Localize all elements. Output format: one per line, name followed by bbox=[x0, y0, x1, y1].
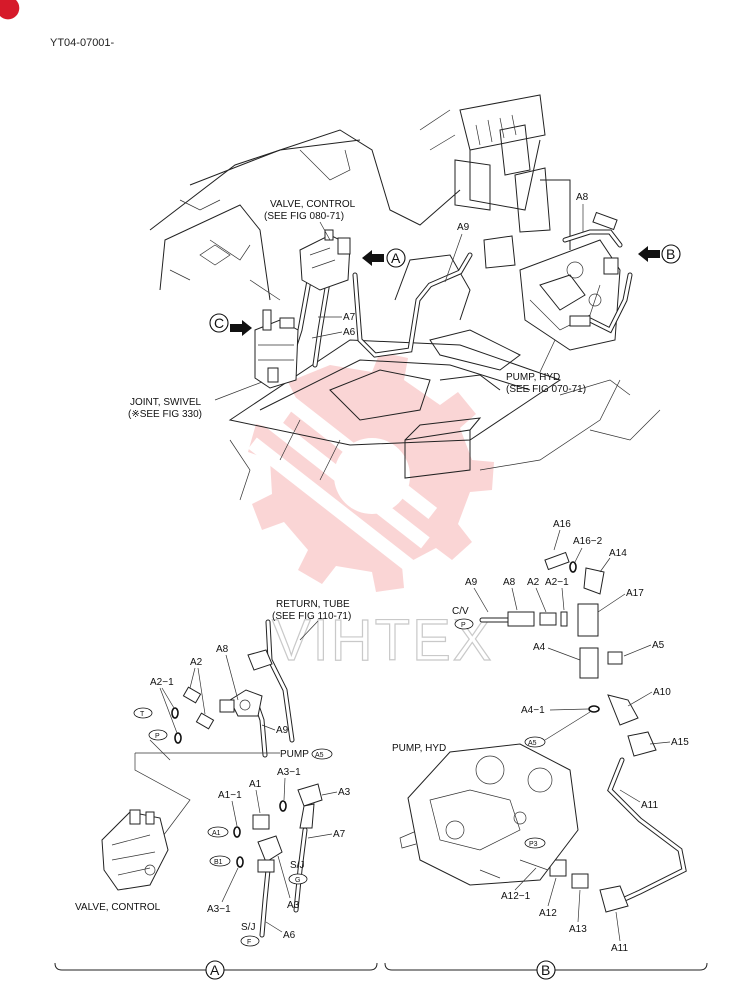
detail-b-a11-top-label: A11 bbox=[641, 800, 658, 811]
callout-b-label: B bbox=[666, 246, 675, 262]
watermark-gear-icon bbox=[248, 352, 494, 592]
svg-text:P: P bbox=[461, 622, 466, 629]
hydraulic-pump-body bbox=[399, 743, 579, 886]
detail-a-a9-label: A9 bbox=[276, 725, 289, 736]
section-a-label: A bbox=[210, 962, 220, 978]
callout-b: B bbox=[638, 244, 681, 264]
overview-swivel-joint bbox=[254, 309, 299, 389]
detail-a-a1-1-label: A1−1 bbox=[218, 790, 242, 801]
svg-text:A5: A5 bbox=[315, 752, 324, 759]
port-tag-a5: A5 bbox=[311, 748, 333, 760]
control-valve-body bbox=[101, 809, 169, 891]
return-tube-ref: (SEE FIG 110-71) bbox=[272, 611, 351, 622]
detail-b-a17-label: A17 bbox=[626, 588, 644, 599]
port-tag-a1: A1 bbox=[207, 826, 229, 838]
arrow-right-icon bbox=[230, 320, 252, 336]
detail-a-sj-top-label: S/J bbox=[290, 860, 304, 871]
port-tag-t: T bbox=[133, 707, 153, 719]
detail-a: RETURN, TUBE (SEE FIG 110-71) bbox=[54, 599, 378, 980]
detail-b-cv-label: C/V bbox=[452, 606, 469, 617]
detail-b-a16-label: A16 bbox=[553, 519, 571, 530]
detail-b-a12-label: A12 bbox=[539, 908, 557, 919]
detail-b-a14-label: A14 bbox=[609, 548, 627, 559]
callout-c-label: C bbox=[214, 315, 224, 331]
svg-text:A5: A5 bbox=[528, 740, 537, 747]
port-tag-f: F bbox=[240, 935, 260, 947]
pump-hyd-label: PUMP, HYD bbox=[506, 372, 560, 383]
detail-b-a4-label: A4 bbox=[533, 642, 546, 653]
valve-control-label: VALVE, CONTROL bbox=[270, 199, 356, 210]
svg-text:G: G bbox=[295, 877, 300, 884]
valve-control-ref: (SEE FIG 080-71) bbox=[264, 211, 344, 222]
overview-hoses bbox=[289, 229, 633, 368]
watermark-stripes bbox=[248, 378, 438, 578]
detail-a-a7-label: A7 bbox=[333, 829, 346, 840]
section-b-circle bbox=[536, 960, 556, 980]
detail-b-a2-label: A2 bbox=[527, 577, 540, 588]
detail-b-pump-hyd-label: PUMP, HYD bbox=[392, 743, 446, 754]
port-tag-p: P bbox=[148, 729, 168, 741]
svg-text:T: T bbox=[140, 711, 145, 718]
port-tag-p-b: P bbox=[454, 618, 474, 630]
watermark bbox=[248, 352, 494, 592]
document-code: YT04-07001- bbox=[50, 37, 115, 49]
detail-b-a4-1-label: A4−1 bbox=[521, 705, 545, 716]
svg-text:P3: P3 bbox=[529, 841, 538, 848]
callout-c: C bbox=[209, 313, 252, 336]
callout-a-label: A bbox=[391, 250, 401, 266]
overview-a8-label: A8 bbox=[576, 192, 589, 203]
detail-a-sj-bottom-label: S/J bbox=[241, 922, 255, 933]
overview-pump-fitting bbox=[569, 211, 619, 327]
detail-a-a3-1-top-label: A3−1 bbox=[277, 767, 301, 778]
svg-text:B1: B1 bbox=[214, 859, 223, 866]
pump-hyd-ref: (SEE FIG 070-71) bbox=[506, 384, 586, 395]
detail-b-a2-1-label: A2−1 bbox=[545, 577, 569, 588]
overview-a9-label: A9 bbox=[457, 222, 470, 233]
svg-text:P: P bbox=[155, 733, 160, 740]
overview-control-valve bbox=[299, 229, 351, 291]
overview-a6-label: A6 bbox=[343, 327, 356, 338]
detail-a-pump-label: PUMP bbox=[280, 749, 309, 760]
detail-a-a8-label: A8 bbox=[216, 644, 229, 655]
detail-b-a11-bottom-label: A11 bbox=[611, 943, 628, 954]
detail-a-a2-label: A2 bbox=[190, 657, 203, 668]
detail-a-a2-1-label: A2−1 bbox=[150, 677, 174, 688]
port-tag-b1: B1 bbox=[209, 855, 231, 867]
callout-a: A bbox=[362, 248, 406, 268]
port-tag-g: G bbox=[288, 873, 308, 885]
watermark-text: VIHTEX bbox=[272, 608, 494, 673]
arrow-left-icon bbox=[638, 246, 660, 262]
arrow-left-icon bbox=[362, 250, 384, 266]
detail-a-valve-control-label: VALVE, CONTROL bbox=[75, 902, 161, 913]
port-tag-a5-b: A5 bbox=[524, 736, 546, 748]
detail-a-a3-top-label: A3 bbox=[338, 787, 351, 798]
detail-b-a13-label: A13 bbox=[569, 924, 587, 935]
detail-a-a3-1-bottom-label: A3−1 bbox=[207, 904, 231, 915]
svg-text:A1: A1 bbox=[212, 830, 221, 837]
overview-a7-label: A7 bbox=[343, 312, 356, 323]
return-tube-label: RETURN, TUBE bbox=[276, 599, 350, 610]
joint-swivel-label: JOINT, SWIVEL bbox=[130, 397, 202, 408]
section-b-label: B bbox=[541, 962, 550, 978]
detail-a-a6-label: A6 bbox=[283, 930, 296, 941]
detail-a-a3-bottom-label: A3 bbox=[287, 900, 300, 911]
svg-text:F: F bbox=[247, 939, 251, 946]
detail-b-a8-label: A8 bbox=[503, 577, 516, 588]
detail-a-a1-label: A1 bbox=[249, 779, 262, 790]
detail-b-a15-label: A15 bbox=[671, 737, 689, 748]
overview-machine-frame bbox=[149, 94, 661, 501]
detail-b-a12-1-label: A12−1 bbox=[501, 891, 531, 902]
detail-b-a9-label: A9 bbox=[465, 577, 478, 588]
joint-swivel-ref: (※SEE FIG 330) bbox=[128, 409, 202, 420]
detail-b-a16-2-label: A16−2 bbox=[573, 536, 603, 547]
detail-b: A16 A16−2 A14 A9 A8 A2 A2−1 A17 C/V A4 A… bbox=[384, 519, 708, 980]
port-tag-p3: P3 bbox=[524, 837, 546, 849]
detail-b-a10-label: A10 bbox=[653, 687, 671, 698]
section-a-circle bbox=[205, 960, 225, 980]
detail-b-a5-label: A5 bbox=[652, 640, 665, 651]
corner-badge bbox=[0, 0, 20, 20]
